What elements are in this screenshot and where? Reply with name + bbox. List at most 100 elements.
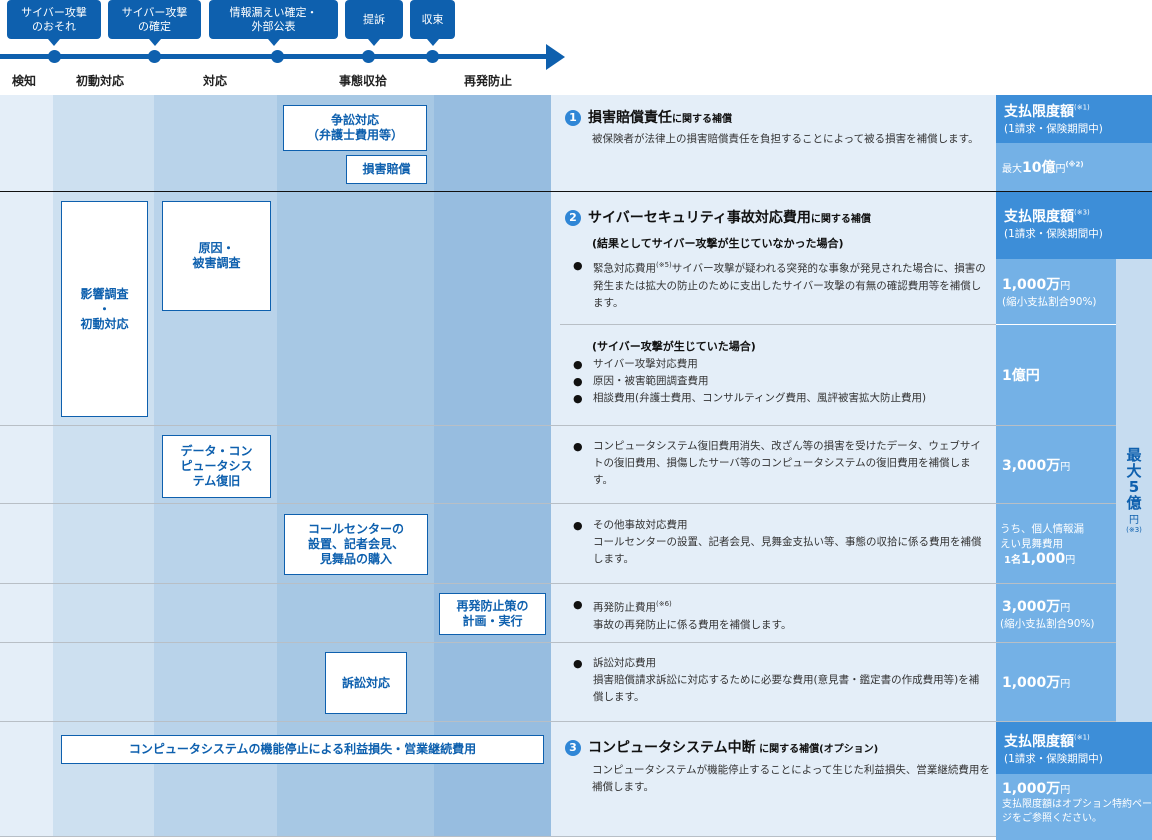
phase-response: 対応 <box>203 74 228 88</box>
amount-unit: 円 <box>1055 164 1066 175</box>
column-containment <box>277 95 434 837</box>
amount-value: 3,000万 <box>1002 457 1061 474</box>
phase-prevention: 再発防止 <box>464 74 513 88</box>
amount-value: 3,000万 <box>1002 598 1061 615</box>
max-total-char: 5 <box>1128 478 1140 496</box>
sub-divider <box>560 324 996 325</box>
other-item-label: その他事故対応費用 <box>593 519 688 531</box>
case-b-item: サイバー攻撃対応費用 <box>573 356 993 373</box>
section-3-text: コンピュータシステムが機能停止することによって生じた利益損失、営業継続費用を補償… <box>592 764 990 793</box>
other-item-desc: コールセンターの設置、記者会見、見舞金支払い等、事態の収拾に係る費用を補償します… <box>593 536 982 565</box>
event-bubble-lawsuit: 提訴 <box>345 0 403 46</box>
row-divider <box>0 425 1152 426</box>
max-total-char: 億 <box>1126 494 1142 512</box>
event-box-damages: 損害賠償 <box>346 155 427 184</box>
amount-unit: 円 <box>1060 281 1071 292</box>
section-1-amount: 最大10億円(※2) <box>996 143 1152 191</box>
litigation-item-desc: 損害賠償請求訴訟に対応するために必要な費用(意見書・鑑定書の作成費用等)を補償し… <box>593 674 980 703</box>
amount-line: うち、個人情報漏 <box>1000 522 1084 535</box>
column-prevention <box>434 95 551 837</box>
section-3-title-suffix: に関する補償(オプション) <box>755 744 879 755</box>
amount-note: (※2) <box>1065 160 1084 169</box>
max-total-unit: 円 <box>1129 515 1139 526</box>
event-box-impact-investigation: 影響調査 ・ 初動対応 <box>61 201 148 417</box>
amount-unit: 円 <box>1060 461 1071 473</box>
section-3-limit-header: 支払限度額(※1) (1請求・保険期間中) <box>996 722 1152 783</box>
limit-sub: (1請求・保険期間中) <box>1004 123 1103 135</box>
event-box-cause-investigation: 原因・ 被害調査 <box>162 201 271 311</box>
timeline-dot <box>426 50 439 63</box>
phase-initial-response: 初動対応 <box>76 74 125 88</box>
section-1-description: 1 損害賠償責任に関する補償 被保険者が法律上の損害賠償責任を負担することによって… <box>565 107 990 148</box>
amount-prefix: 1名 <box>1004 554 1021 566</box>
amount-unit: 円 <box>1060 679 1071 690</box>
row-divider <box>0 642 1152 643</box>
event-bubble-resolved: 収束 <box>410 0 455 46</box>
amount-value: 1,000 <box>1020 550 1066 567</box>
event-bubble-attack-risk: サイバー攻撃 のおそれ <box>7 0 101 46</box>
row-divider <box>0 721 1152 722</box>
amount-note: 支払限度額はオプション特約ページをご参照ください。 <box>1002 799 1152 824</box>
section-2-title-suffix: に関する補償 <box>810 214 871 225</box>
timeline-dot <box>271 50 284 63</box>
other-amount: うち、個人情報漏 えい見舞費用 1名1,000円 <box>996 504 1120 583</box>
prevention-note: (※6) <box>656 600 672 608</box>
case-a-amount: 1,000万円 (縮小支払割合90%) <box>996 259 1122 324</box>
case-b-amount: 1億円 <box>996 325 1122 425</box>
case-a-desc: サイバー攻撃が疑われる突発的な事象が発見された場合に、損害の発生または拡大の防止… <box>593 262 986 309</box>
phase-containment: 事態収拾 <box>339 74 388 88</box>
amount-value: 1億円 <box>1002 368 1040 384</box>
section-1-title: 損害賠償責任に関する補償 <box>588 110 732 126</box>
event-box-data-recovery: データ・コン ピュータシス テム復旧 <box>162 435 271 498</box>
case-a-note: (※5) <box>656 261 672 269</box>
case-b-description: (サイバー攻撃が生じていた場合) サイバー攻撃対応費用 原因・被害範囲調査費用 … <box>573 338 993 407</box>
limit-note: (※1) <box>1074 103 1090 112</box>
limit-label: 支払限度額 <box>1004 734 1074 750</box>
section-3-description: 3 コンピュータシステム中断 に関する補償(オプション) コンピュータシステムが機… <box>565 737 990 796</box>
section-2-title: サイバーセキュリティ事故対応費用 <box>588 210 811 226</box>
case-a-item-label: 緊急対応費用 <box>593 262 656 275</box>
litigation-description: 訴訟対応費用損害賠償請求訴訟に対応するために必要な費用(意見書・鑑定書の作成費用… <box>573 655 983 706</box>
case-a-item: 緊急対応費用(※5)サイバー攻撃が疑われる突発的な事象が発見された場合に、損害の… <box>573 257 990 312</box>
max-total-char: 最 <box>1126 446 1142 464</box>
limit-sub: (1請求・保険期間中) <box>1004 228 1103 240</box>
limit-label: 支払限度額 <box>1004 209 1074 225</box>
prevention-item-desc: 事故の再発防止に係る費用を補償します。 <box>593 618 792 631</box>
amount-sub: (縮小支払割合90%) <box>1000 617 1095 630</box>
prevention-description: 再発防止費用(※6)事故の再発防止に係る費用を補償します。 <box>573 596 983 634</box>
number-1-icon: 1 <box>565 109 581 126</box>
timeline-dot <box>48 50 61 63</box>
event-box-litigation: 訴訟対応 <box>325 652 407 714</box>
amount-sub: (縮小支払割合90%) <box>1002 296 1097 308</box>
arrow-right-icon <box>546 44 565 70</box>
amount-value: 1,000万 <box>1002 781 1061 797</box>
event-box-prevention-plan: 再発防止策の 計画・実行 <box>439 593 546 635</box>
limit-sub: (1請求・保険期間中) <box>1004 753 1103 765</box>
section-1-text: 被保険者が法律上の損害賠償責任を負担することによって被る損害を補償します。 <box>592 133 979 145</box>
section-3-amount: 1,000万円 支払限度額はオプション特約ページをご参照ください。 <box>996 774 1152 840</box>
number-3-icon: 3 <box>565 739 581 756</box>
section-1-title-main: 損害賠償責任 <box>588 110 672 126</box>
section-1-title-suffix: に関する補償 <box>672 114 732 125</box>
section-1-limit-header: 支払限度額(※1) (1請求・保険期間中) <box>996 95 1152 149</box>
max-total-char: 大 <box>1126 462 1142 480</box>
event-box-business-interruption: コンピュータシステムの機能停止による利益損失・営業継続費用 <box>61 735 544 764</box>
phase-detect: 検知 <box>12 74 37 88</box>
amount-line: えい見舞費用 <box>1000 537 1063 550</box>
limit-note: (※3) <box>1074 208 1090 217</box>
row-divider <box>0 503 1152 504</box>
limit-note: (※1) <box>1074 733 1090 742</box>
recovery-item: コンピュータシステム復旧費用消失、改ざん等の損害を受けたデータ、ウェブサイトの復… <box>573 438 983 489</box>
litigation-amount: 1,000万円 <box>996 643 1122 721</box>
amount-unit: 円 <box>1060 785 1071 796</box>
event-bubble-attack-confirmed: サイバー攻撃 の確定 <box>108 0 201 46</box>
amount-unit: 円 <box>1060 602 1071 614</box>
other-description: その他事故対応費用コールセンターの設置、記者会見、見舞金支払い等、事態の収拾に係… <box>573 517 983 568</box>
section-3-title: コンピュータシステム中断 <box>588 740 756 756</box>
row-divider <box>0 583 1152 584</box>
prevention-amount: 3,000万円 (縮小支払割合90%) <box>996 584 1120 642</box>
number-2-icon: 2 <box>565 209 581 226</box>
timeline-dot <box>148 50 161 63</box>
case-b-item: 原因・被害範囲調査費用 <box>573 373 993 390</box>
limit-label: 支払限度額 <box>1004 104 1074 120</box>
